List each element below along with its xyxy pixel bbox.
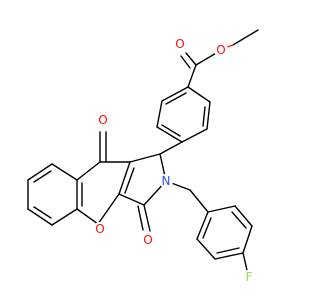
bond-lines	[27, 29, 259, 271]
svg-text:O: O	[143, 233, 152, 247]
svg-text:F: F	[246, 270, 253, 284]
svg-text:O: O	[98, 113, 107, 127]
ketone-oxygen-atom: O	[96, 113, 110, 127]
lactam-oxygen-atom: O	[141, 233, 155, 247]
svg-text:O: O	[216, 43, 225, 57]
nitrogen-atom: N	[159, 174, 173, 188]
chemical-structure: O O O O O N F	[27, 29, 259, 284]
ester-carbonyl-oxygen-atom: O	[173, 37, 187, 51]
svg-text:N: N	[162, 174, 171, 188]
atom-labels: O O O O O N F	[93, 37, 256, 284]
ring-oxygen-atom: O	[93, 222, 107, 236]
svg-text:O: O	[95, 222, 104, 236]
svg-text:O: O	[175, 37, 184, 51]
fluorine-atom: F	[242, 270, 256, 284]
ester-oxygen-atom: O	[214, 43, 228, 57]
